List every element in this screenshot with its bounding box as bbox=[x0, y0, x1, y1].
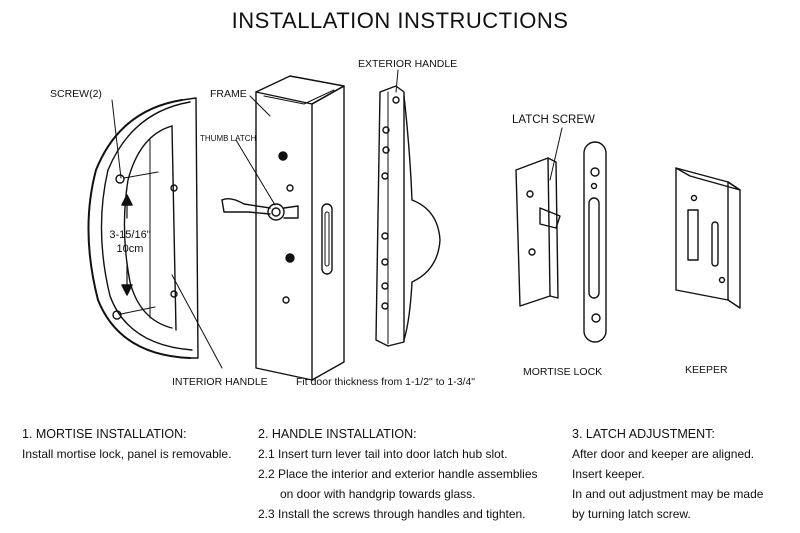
label-frame: FRAME bbox=[210, 88, 247, 100]
interior-handle-drawing bbox=[87, 97, 199, 359]
step-line: 2.1 Insert turn lever tail into door lat… bbox=[258, 447, 508, 461]
step-line: 2.2 Place the interior and exterior hand… bbox=[258, 467, 538, 481]
exterior-handle-drawing bbox=[375, 85, 441, 347]
step-line: Install mortise lock, panel is removable… bbox=[22, 447, 232, 461]
step-mortise-installation: 1. MORTISE INSTALLATION: Install mortise… bbox=[22, 424, 252, 464]
label-latch-screw: LATCH SCREW bbox=[512, 114, 595, 126]
step-line: Insert keeper. bbox=[572, 467, 645, 481]
label-screw: SCREW(2) bbox=[50, 88, 102, 100]
page-title: INSTALLATION INSTRUCTIONS bbox=[231, 8, 569, 33]
dimension-cm: 10cm bbox=[116, 243, 144, 255]
step-handle-installation: 2. HANDLE INSTALLATION: 2.1 Insert turn … bbox=[258, 424, 558, 524]
label-keeper: KEEPER bbox=[685, 364, 728, 376]
thumb-latch-drawing bbox=[221, 197, 299, 221]
step-latch-adjustment: 3. LATCH ADJUSTMENT: After door and keep… bbox=[572, 424, 792, 524]
label-thumb-latch: THUMB LATCH bbox=[200, 134, 257, 143]
keeper-drawing bbox=[675, 167, 741, 309]
step-line: on door with handgrip towards glass. bbox=[280, 487, 476, 501]
label-fit-note: Fit door thickness from 1-1/2" to 1-3/4" bbox=[296, 376, 476, 388]
step-line: 2.3 Install the screws through handles a… bbox=[258, 507, 526, 521]
step-heading: 1. MORTISE INSTALLATION: bbox=[22, 427, 187, 441]
label-mortise-lock: MORTISE LOCK bbox=[523, 366, 603, 378]
dimension-label: 3-15/16" 10cm bbox=[100, 228, 160, 256]
mortise-lock-drawing bbox=[515, 141, 607, 343]
step-heading: 3. LATCH ADJUSTMENT: bbox=[572, 427, 715, 441]
label-exterior-handle: EXTERIOR HANDLE bbox=[358, 58, 458, 70]
dimension-inches: 3-15/16" bbox=[109, 229, 151, 241]
label-interior-handle: INTERIOR HANDLE bbox=[172, 376, 268, 388]
step-heading: 2. HANDLE INSTALLATION: bbox=[258, 427, 417, 441]
frame-drawing bbox=[255, 75, 345, 381]
step-line: by turning latch screw. bbox=[572, 507, 691, 521]
step-line: After door and keeper are aligned. bbox=[572, 447, 755, 461]
step-line: In and out adjustment may be made bbox=[572, 487, 764, 501]
